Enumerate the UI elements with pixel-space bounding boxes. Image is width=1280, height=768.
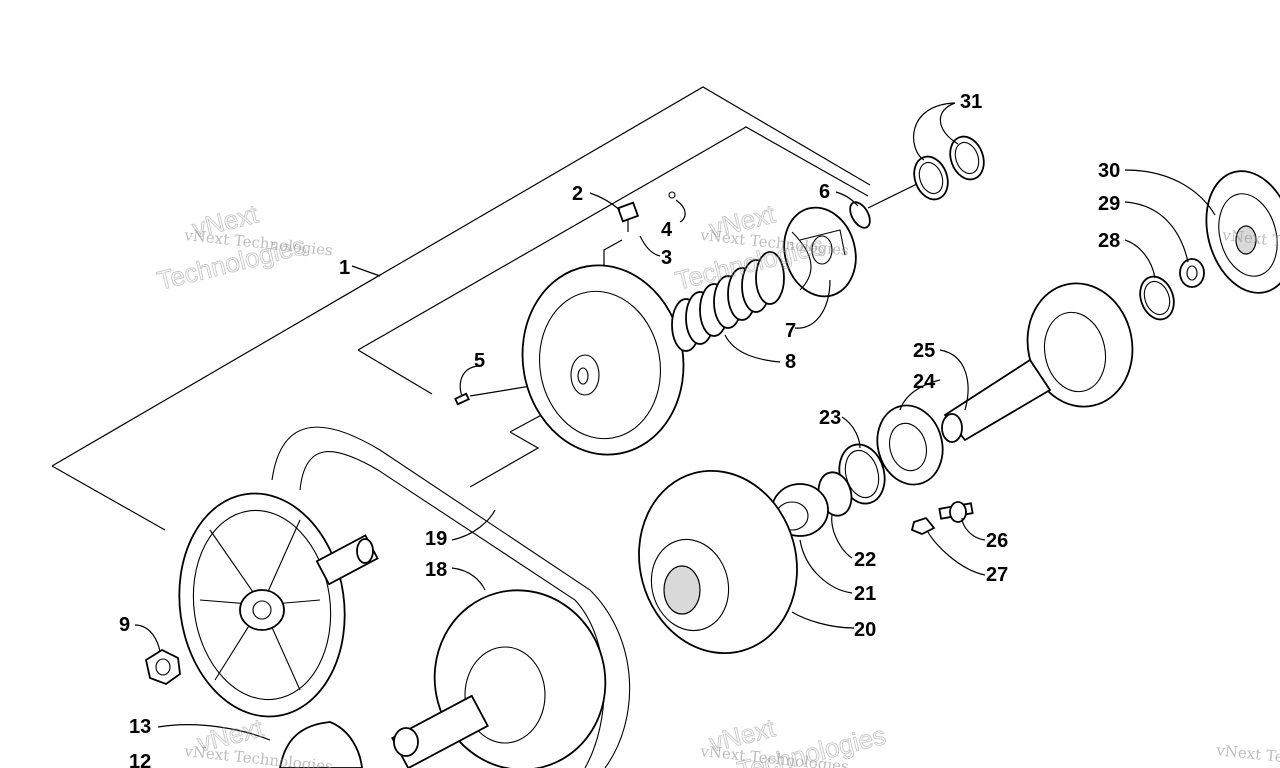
callout-25: 25 bbox=[913, 340, 935, 362]
clip-part bbox=[616, 191, 676, 232]
callout-29: 29 bbox=[1098, 193, 1120, 215]
callout-4: 4 bbox=[661, 219, 673, 241]
bearing-part bbox=[876, 404, 944, 486]
driven-sheave bbox=[638, 469, 798, 655]
callout-18: 18 bbox=[425, 559, 447, 581]
callout-24: 24 bbox=[913, 371, 936, 393]
flange-nut bbox=[144, 648, 181, 686]
callout-23: 23 bbox=[819, 407, 841, 429]
fixed-sheave bbox=[178, 492, 379, 718]
callout-3: 3 bbox=[661, 247, 672, 269]
lower-part bbox=[279, 721, 363, 768]
driven-shaft bbox=[941, 282, 1134, 443]
gear-part bbox=[1205, 170, 1280, 294]
spider-part bbox=[783, 206, 857, 298]
leader-lines bbox=[134, 102, 1216, 741]
callout-9: 9 bbox=[119, 614, 130, 636]
callout-28: 28 bbox=[1098, 230, 1120, 252]
drive-sheave bbox=[521, 264, 685, 456]
callout-22: 22 bbox=[854, 549, 876, 571]
callout-6: 6 bbox=[819, 181, 830, 203]
clutch-cam bbox=[391, 589, 607, 768]
callout-2: 2 bbox=[572, 183, 583, 205]
callout-26: 26 bbox=[986, 530, 1008, 552]
spring-part bbox=[671, 251, 785, 352]
callout-21: 21 bbox=[854, 583, 876, 605]
nut-part bbox=[1179, 258, 1205, 288]
callout-20: 20 bbox=[854, 619, 876, 641]
assembly-bracket bbox=[51, 86, 871, 531]
callout-5: 5 bbox=[474, 350, 485, 372]
callout-1: 1 bbox=[339, 257, 350, 279]
bolt-part bbox=[938, 501, 974, 523]
callout-19: 19 bbox=[425, 528, 447, 550]
callouts: 1 2 3 4 5 6 7 8 9 12 13 18 19 20 21 22 2… bbox=[119, 91, 1120, 768]
small-nut bbox=[910, 516, 936, 535]
drive-belt bbox=[271, 426, 631, 768]
watermark-text: vNext Technologies bbox=[1215, 741, 1280, 768]
callout-13: 13 bbox=[129, 716, 151, 738]
callout-12: 12 bbox=[129, 751, 151, 768]
ring-part bbox=[1139, 275, 1175, 321]
washers bbox=[913, 135, 985, 201]
callout-30: 30 bbox=[1098, 160, 1120, 182]
callout-31: 31 bbox=[960, 91, 982, 113]
callout-8: 8 bbox=[785, 351, 796, 373]
callout-27: 27 bbox=[986, 564, 1008, 586]
callout-7: 7 bbox=[785, 320, 796, 342]
